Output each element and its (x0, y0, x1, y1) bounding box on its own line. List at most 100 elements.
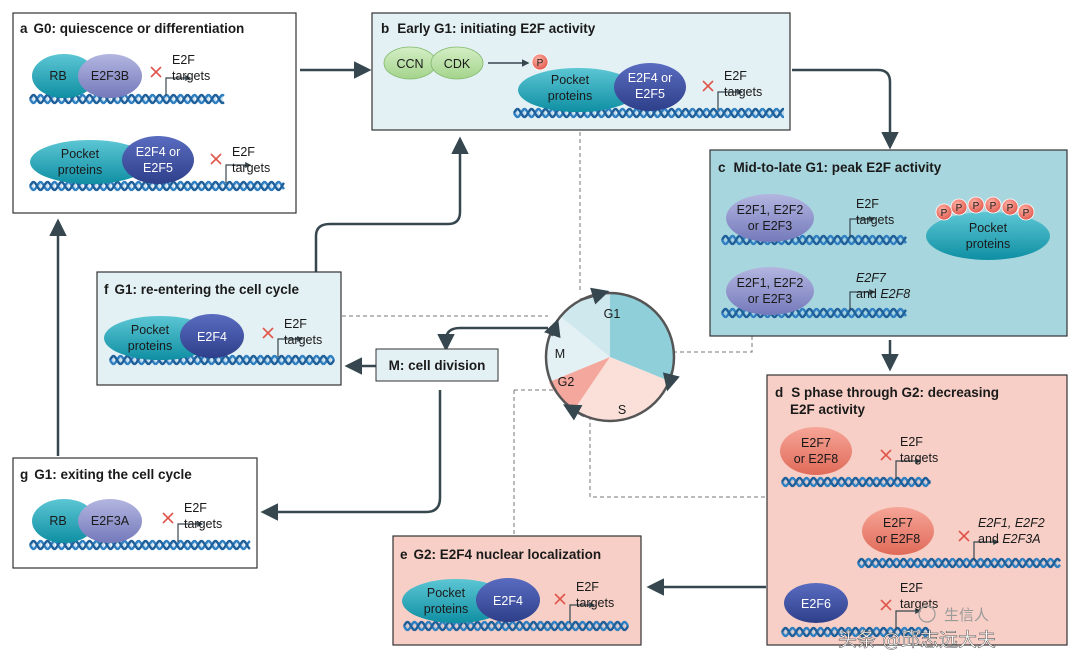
svg-text:P: P (956, 203, 963, 214)
blocked-x-icon (150, 66, 162, 78)
panel-d-content: E2F7 or E2F8 E2F targets E2F7 or E2F8 E2… (780, 427, 1045, 623)
pocket-proteins (926, 212, 1050, 260)
e2f4-label: E2F4 (197, 330, 227, 344)
rb-protein (32, 499, 96, 543)
e2f7-e2f8-protein (862, 507, 934, 555)
target-label: targets (900, 597, 938, 611)
pocket-proteins (518, 68, 638, 112)
panel-c-content: E2F1, E2F2 or E2F3 E2F targets E2F1, E2F… (726, 194, 1050, 315)
e2f7-label: E2F7 (883, 516, 913, 530)
panel-g-content: RB E2F3A E2F targets (32, 499, 222, 543)
promoter-layer (150, 66, 1000, 629)
e2f3a-label: E2F3A (91, 514, 130, 528)
rb-protein (32, 54, 96, 98)
phosphate-icon: P (935, 203, 953, 221)
blocked-x-icon (262, 327, 274, 339)
m-label: M (555, 347, 565, 361)
pocket-label: proteins (128, 339, 172, 353)
blocked-x-icon (162, 512, 174, 524)
g1-label: G1 (604, 307, 621, 321)
e2f1-3-label: or E2F3 (748, 292, 793, 306)
promoter-arrow (895, 608, 922, 629)
e2f1-3-protein (726, 194, 814, 242)
promoter-arrow (849, 216, 876, 237)
promoter-arrow (717, 89, 744, 110)
panel-a-row2-complex: Pocket proteins E2F4 or E2F5 E2F targets (30, 136, 270, 184)
dna-strand (780, 626, 932, 638)
target-label: E2F1, E2F2 (978, 516, 1045, 530)
dna-strand (108, 354, 336, 366)
m-sector (544, 317, 610, 382)
watermark-logo-icon (918, 605, 936, 623)
e2f4-label: E2F4 or (136, 145, 180, 159)
promoter-arrow (895, 458, 922, 479)
phosphate-icon (531, 53, 549, 71)
svg-text:P: P (1023, 208, 1030, 219)
blocked-x-icon (880, 449, 892, 461)
target-label: E2F (284, 317, 307, 331)
target-label: targets (724, 85, 762, 99)
e2f1-3-label: or E2F3 (748, 219, 793, 233)
e2f6-protein (784, 583, 848, 623)
target-label: targets (232, 161, 270, 175)
e2f4-label: E2F4 (493, 594, 523, 608)
arrow-mbox-to-g (260, 390, 442, 521)
s-label: S (618, 403, 626, 417)
pocket-label: proteins (58, 163, 102, 177)
panel-a-row1-complex: RB E2F3B E2F targets (32, 53, 210, 98)
watermark-text: 头条 @邱志远大夫 (838, 629, 996, 651)
e2f5-label: E2F5 (143, 161, 173, 175)
arrow-f-to-b (314, 136, 469, 272)
e2f4-label: E2F4 or (628, 71, 672, 85)
g1-top-sector (561, 293, 610, 357)
pocket-label: proteins (548, 89, 592, 103)
target-label: E2F7 (856, 271, 887, 285)
promoter-arrow (973, 539, 1000, 560)
blocked-x-icon (958, 530, 970, 542)
g2-label: G2 (558, 375, 575, 389)
pocket-label: Pocket (61, 147, 100, 161)
e2f3b-protein (78, 54, 142, 98)
e2f4-e2f5-protein (614, 63, 686, 111)
target-label: and E2F3A (978, 532, 1041, 546)
g2-sector (549, 357, 610, 410)
rb-label: RB (49, 514, 66, 528)
promoter-arrow (849, 289, 876, 310)
cdk-protein (430, 46, 484, 80)
dna-strand (402, 620, 630, 632)
promoter-arrow (277, 336, 304, 357)
target-label: and E2F8 (856, 287, 910, 301)
e2f8-label: or E2F8 (876, 532, 921, 546)
phosphate-icon: P (1017, 203, 1035, 221)
e2f4-e2f5-protein (122, 136, 194, 184)
panel-d-title-line2: E2F activity (790, 402, 866, 417)
s-sector (574, 357, 669, 421)
arrow-cycle-to-mbox (437, 326, 548, 352)
target-label: E2F (900, 435, 923, 449)
svg-text:P: P (941, 208, 948, 219)
svg-text:P: P (990, 201, 997, 212)
target-label: targets (856, 213, 894, 227)
promoter-arrow (177, 521, 204, 542)
cdk-label: CDK (444, 57, 471, 71)
blocked-x-icon (702, 80, 714, 92)
e2f4-protein (476, 578, 540, 622)
m-cell-division-label: M: cell division (389, 358, 486, 373)
target-label: E2F (900, 581, 923, 595)
svg-text:P: P (973, 201, 980, 212)
target-label: targets (184, 517, 222, 531)
pocket-label: proteins (424, 602, 468, 616)
e2f7-label: E2F7 (801, 436, 831, 450)
e2f5-label: E2F5 (635, 87, 665, 101)
svg-text:P: P (1007, 203, 1014, 214)
pocket-proteins (30, 140, 150, 184)
target-label: E2F (232, 145, 255, 159)
target-label: targets (172, 69, 210, 83)
